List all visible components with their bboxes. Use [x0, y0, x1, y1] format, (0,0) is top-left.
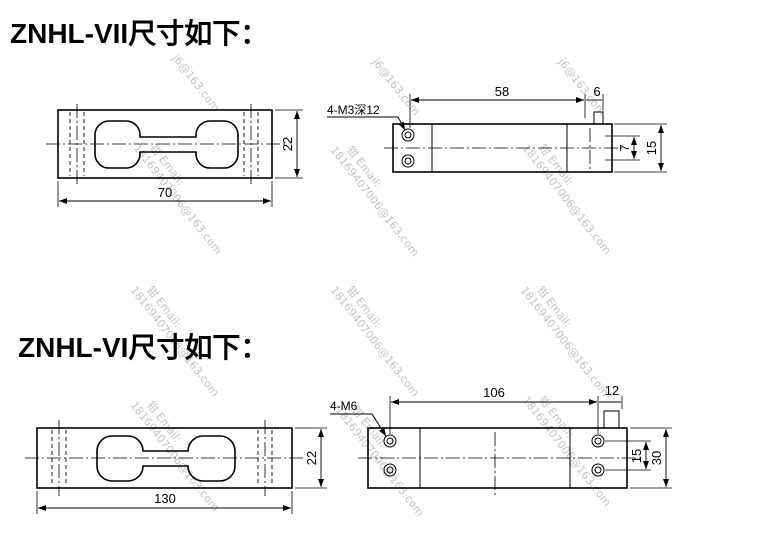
thread-note: 4-M6 [330, 399, 358, 413]
watermark: 钳 Email:18169407006@163.com [328, 144, 422, 259]
leader-line [330, 413, 387, 437]
hole-spacing-dimension: 7 [617, 144, 632, 151]
strain-slot [96, 435, 236, 482]
watermark-address: 18169407006@163.com [518, 284, 612, 399]
watermark-address: 18169407006@163.com [131, 142, 225, 257]
model-vii-side-view: 4-M3深12 58 6 7 15 [327, 84, 667, 173]
watermark: 钳 Email:18169407006@163.com [520, 142, 614, 257]
watermark-cropped-address: j6@163.com [169, 51, 222, 114]
strain-slot [94, 120, 239, 169]
thread-hole [401, 154, 415, 168]
watermark-address: 18169407006@163.com [333, 404, 427, 519]
leader-line [327, 116, 406, 131]
thread-note: 4-M3深12 [327, 103, 380, 117]
model-vi-side-view: 4-M6 106 12 15 30 [330, 383, 672, 496]
watermark-address: 18169407006@163.com [328, 284, 422, 399]
tab-dimension: 12 [605, 383, 619, 398]
height-dimension: 15 [644, 141, 659, 155]
hole-pitch-dimension: 106 [483, 385, 505, 400]
watermark-address: 18169407006@163.com [328, 144, 422, 259]
thread-hole [383, 463, 397, 477]
watermark: 钳 Email:18169407006@163.com [520, 394, 614, 509]
model-vii-top-view: 22 70 [46, 104, 303, 207]
tab-dimension: 6 [593, 84, 600, 99]
cable-tab [603, 410, 620, 429]
thread-hole [401, 128, 415, 142]
watermark-address: 18169407006@163.com [520, 394, 614, 509]
width-dimension: 22 [304, 451, 319, 465]
watermark: 钳 Email:18169407006@163.com [328, 284, 422, 399]
hole-pitch-dimension: 58 [495, 84, 509, 99]
model-vi-top-view: 22 130 [25, 420, 327, 514]
length-dimension: 70 [158, 185, 172, 200]
model-vi-heading: ZNHL-VI尺寸如下： [18, 332, 268, 363]
cable-tab [593, 111, 604, 125]
hole-spacing-dimension: 15 [629, 449, 644, 463]
thread-hole [591, 463, 605, 477]
watermark: 钳 Email:18169407006@163.com [518, 284, 612, 399]
height-dimension: 30 [649, 451, 664, 465]
thread-hole [383, 434, 397, 448]
width-dimension: 22 [280, 137, 295, 151]
length-dimension: 130 [154, 491, 176, 506]
thread-hole [591, 434, 605, 448]
watermark: 钳 Email:18169407006@163.com [128, 399, 222, 514]
model-vii-heading: ZNHL-VII尺寸如下： [10, 18, 268, 49]
